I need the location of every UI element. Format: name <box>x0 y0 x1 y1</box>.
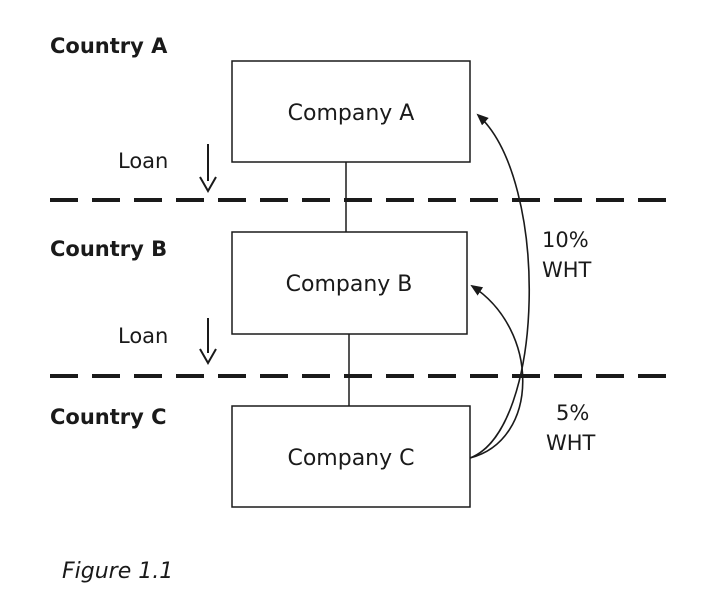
wht-10-unit-label: WHT <box>542 258 592 282</box>
loan-a-to-b-label: Loan <box>118 149 168 173</box>
wht-5-unit-label: WHT <box>546 431 596 455</box>
company-b-box: Company B <box>231 231 468 335</box>
country-a-label: Country A <box>50 34 168 58</box>
loan-b-to-c-label: Loan <box>118 324 168 348</box>
company-b-label: Company B <box>286 272 413 297</box>
company-c-box: Company C <box>231 405 471 508</box>
wht-10-percent-label: 10% <box>542 228 589 252</box>
loan-b-to-c-arrow <box>199 318 217 366</box>
company-a-box: Company A <box>231 60 471 163</box>
company-c-label: Company C <box>287 446 414 471</box>
payment-c-to-a-arrow <box>469 113 531 459</box>
company-a-label: Company A <box>288 101 415 126</box>
country-b-label: Country B <box>50 237 167 261</box>
wht-5-percent-label: 5% <box>556 401 589 425</box>
loan-a-to-b-arrow <box>199 144 217 194</box>
payment-c-to-b-arrow <box>469 284 524 459</box>
country-c-label: Country C <box>50 405 167 429</box>
figure-caption: Figure 1.1 <box>62 559 173 584</box>
